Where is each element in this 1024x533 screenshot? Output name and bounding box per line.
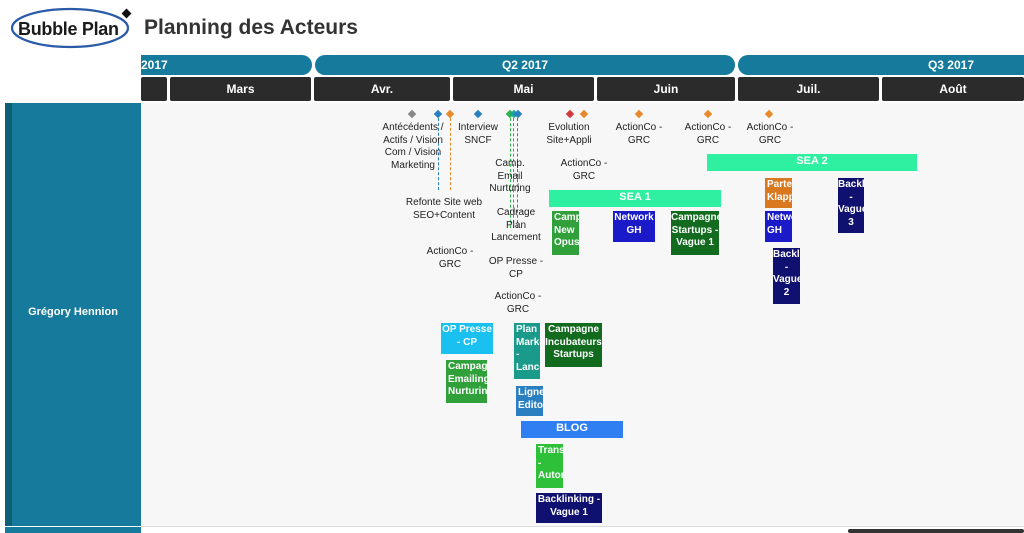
- milestone-line: [450, 118, 451, 190]
- task-lignes-editoriales[interactable]: Lignes Editoriales: [516, 386, 543, 416]
- logo-text: Bubble Plan: [18, 19, 119, 39]
- quarter-q2-2017[interactable]: Q2 2017: [315, 55, 735, 75]
- actor-name: Grégory Hennion: [28, 306, 118, 318]
- task-backlinking-vague-3[interactable]: Backlinking - Vague 3: [838, 178, 864, 233]
- quarter-q3-2017[interactable]: Q3 2017: [738, 55, 1024, 75]
- month-juin[interactable]: Juin: [597, 77, 735, 101]
- milestone-label[interactable]: OP Presse - CP: [488, 256, 544, 280]
- month-juillet[interactable]: Juil.: [738, 77, 879, 101]
- milestone-label[interactable]: ActionCo - GRC: [684, 122, 732, 146]
- task-network-gh[interactable]: Network GH: [613, 211, 655, 242]
- milestone-label[interactable]: Camp. Email Nurturing: [489, 158, 531, 194]
- task-sea-1[interactable]: SEA 1: [549, 190, 721, 207]
- planning-grid[interactable]: [141, 103, 1024, 526]
- milestone-label[interactable]: ActionCo - GRC: [494, 291, 542, 315]
- task-sea-2[interactable]: SEA 2: [707, 154, 917, 171]
- milestone-label[interactable]: Interview SNCF: [457, 122, 498, 146]
- milestone-label[interactable]: Refonte Site web SEO+Content: [405, 197, 483, 221]
- milestone-label[interactable]: Evolution Site+Appli: [546, 122, 592, 146]
- quarter-q1-2017[interactable]: 2017: [141, 55, 312, 75]
- task-transformation-automation[interactable]: Transformation - Automation: [536, 444, 563, 488]
- month-mars[interactable]: Mars: [170, 77, 311, 101]
- task-network-gh-2[interactable]: Network GH: [765, 211, 792, 242]
- task-backlinking-vague-1[interactable]: Backlinking - Vague 1: [536, 493, 602, 523]
- horizontal-scrollbar[interactable]: [848, 529, 1024, 533]
- task-partenariat-klapp[interactable]: Partenariat Klapp: [765, 178, 792, 208]
- task-op-presse-cp[interactable]: OP Presse - CP: [441, 323, 493, 354]
- milestone-label[interactable]: ActionCo - GRC: [746, 122, 794, 146]
- page-title: Planning des Acteurs: [144, 16, 358, 39]
- task-plan-marketing-lancement[interactable]: Plan Marketing - Lancement: [514, 323, 540, 379]
- task-campagne-emailing-nurturing[interactable]: Campagne Emailing Nurturing: [446, 360, 487, 403]
- task-campagne-incubateurs-startups[interactable]: Campagne Incubateurs Startups: [545, 323, 602, 367]
- actor-row-header[interactable]: [5, 103, 141, 526]
- actor-row-stripe: [5, 103, 12, 526]
- milestone-line: [510, 118, 511, 228]
- milestone-label[interactable]: ActionCo - GRC: [426, 246, 474, 270]
- bubble-plan-logo[interactable]: [10, 7, 132, 49]
- milestone-label[interactable]: Cadrage Plan Lancement: [491, 207, 541, 243]
- month-fevrier[interactable]: [141, 77, 167, 101]
- row-divider: [141, 526, 1024, 527]
- month-aout[interactable]: Août: [882, 77, 1024, 101]
- milestone-line: [517, 118, 518, 228]
- task-backlinking-vague-2[interactable]: Backlinking - Vague 2: [773, 248, 800, 304]
- milestone-label[interactable]: ActionCo - GRC: [560, 158, 608, 182]
- month-mai[interactable]: Mai: [453, 77, 594, 101]
- task-campagne-startups-vague-1[interactable]: Campagne Startups - Vague 1: [671, 211, 719, 255]
- task-campagne-new-opus[interactable]: Campagne New Opus: [552, 211, 579, 255]
- task-blog[interactable]: BLOG: [521, 421, 623, 438]
- next-actor-row-header[interactable]: [5, 527, 141, 533]
- milestone-line: [438, 118, 439, 190]
- milestone-label[interactable]: Antécédents / Actifs / Vision Com / Visi…: [382, 122, 444, 171]
- milestone-label[interactable]: ActionCo - GRC: [615, 122, 663, 146]
- month-avril[interactable]: Avr.: [314, 77, 450, 101]
- milestone-line: [513, 118, 514, 228]
